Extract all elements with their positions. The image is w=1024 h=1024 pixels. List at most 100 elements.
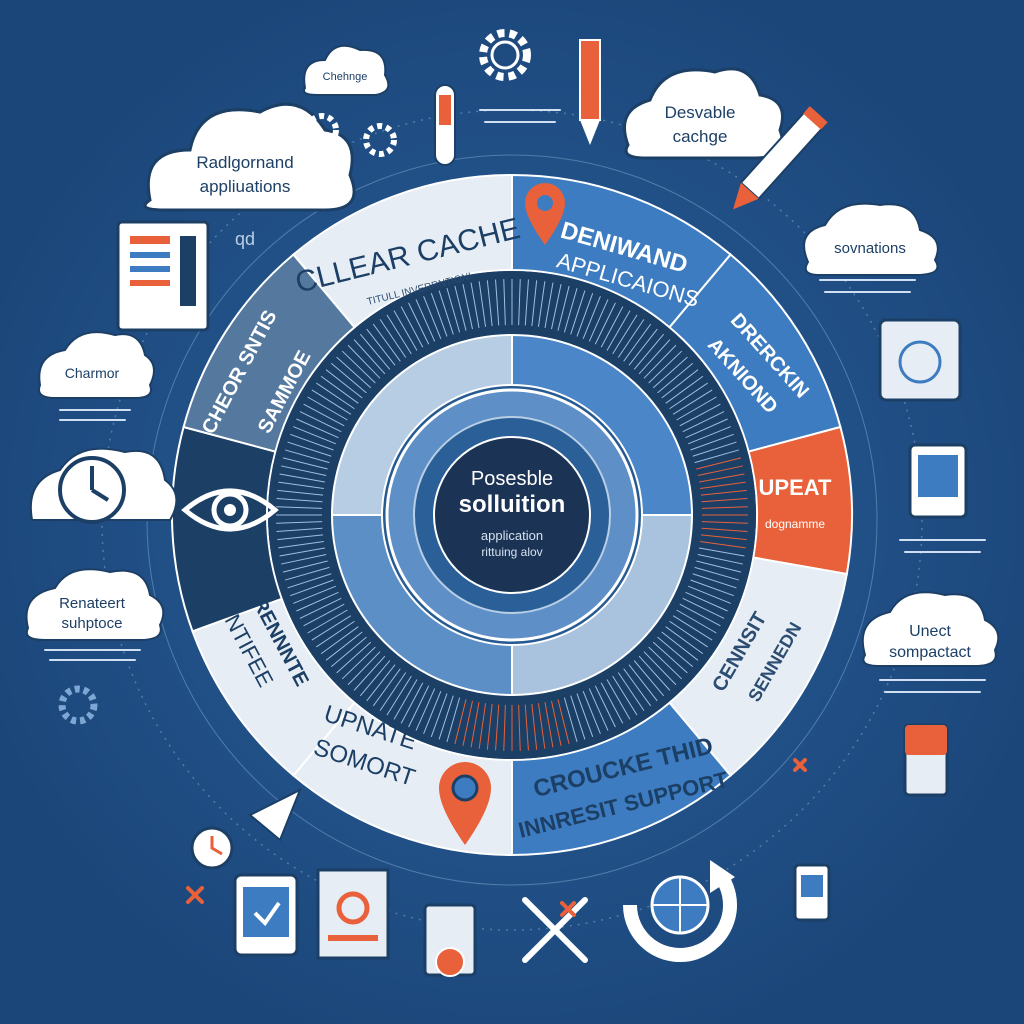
tick-mark [495, 279, 500, 326]
document-icon [316, 868, 390, 960]
tick-mark [341, 646, 376, 680]
tick-mark [299, 597, 342, 619]
tick-mark [679, 603, 721, 627]
tick-mark [282, 457, 328, 470]
tick-mark [582, 690, 601, 735]
center-hub: Posesble solluition application rittuing… [385, 388, 639, 642]
battery-icon [903, 723, 949, 797]
tick-mark [685, 591, 728, 612]
tick-mark [687, 585, 732, 604]
tick-mark [600, 682, 624, 724]
clock-icon [29, 447, 178, 524]
tick-mark [628, 328, 658, 366]
top-left-small-label: Chehnge [323, 71, 368, 83]
tick-mark [379, 672, 407, 711]
center-title-line1: Posesble [471, 468, 553, 490]
tick-mark [347, 651, 381, 686]
tick-mark [292, 585, 337, 604]
tick-mark [537, 703, 546, 749]
tick-mark [307, 609, 348, 634]
tick-mark [537, 281, 546, 327]
tick-mark [700, 489, 747, 496]
pencil-icon [579, 39, 601, 145]
tick-mark [570, 290, 586, 335]
tick-mark [372, 323, 401, 362]
tick-mark [690, 579, 734, 597]
tick-mark [281, 554, 327, 565]
tick-mark [600, 306, 624, 348]
tick-mark [576, 693, 594, 737]
map-pin-icon [525, 183, 565, 245]
globe-icon [623, 860, 737, 962]
tablet-icon [908, 443, 968, 519]
map-pin-icon [439, 762, 491, 845]
tick-mark [694, 566, 739, 581]
tick-mark [606, 310, 631, 351]
tick-mark [423, 295, 442, 340]
tick-mark [685, 418, 728, 439]
tick-mark [415, 688, 436, 731]
tick-mark [279, 473, 325, 483]
tick-mark [386, 314, 412, 355]
tick-mark [430, 293, 448, 337]
inner-segment-4 [330, 333, 513, 516]
tick-mark [697, 554, 743, 565]
tick-mark [657, 362, 694, 394]
tick-mark [623, 323, 652, 362]
inner-ring [330, 333, 694, 697]
cloud-left-bottom: Renateert suhptoce [25, 568, 165, 641]
tick-mark [612, 314, 638, 355]
top-left-cloud-line1: Radlgornand [196, 153, 293, 172]
tick-mark [276, 527, 323, 532]
cloud-top-left-small: Chehnge [302, 44, 390, 96]
fork-knife-icon [522, 897, 588, 963]
tick-mark [696, 457, 742, 470]
tick-mark [524, 704, 529, 751]
tick-mark [594, 685, 616, 728]
tick-mark [503, 279, 506, 326]
tick-mark [277, 489, 324, 496]
tick-mark [623, 668, 652, 707]
tick-mark [359, 333, 391, 370]
tick-mark [563, 288, 578, 333]
tick-mark [296, 591, 339, 612]
left-bottom-cloud-line1: Renateert [59, 595, 126, 612]
top-right-cloud-line2: cachge [673, 127, 728, 146]
tick-mark [563, 697, 578, 742]
tablet-icon [793, 863, 831, 922]
tick-mark [652, 641, 688, 674]
tick-mark [316, 382, 355, 410]
tick-mark [672, 389, 713, 415]
tick-mark [699, 473, 745, 483]
tick-mark [557, 699, 570, 745]
tick-mark [353, 339, 386, 375]
tick-mark [400, 306, 424, 348]
tick-mark [699, 547, 745, 557]
tick-mark [290, 433, 334, 451]
cloud-left: Charmor [38, 331, 155, 399]
tick-mark [336, 641, 372, 674]
tick-mark [679, 403, 721, 427]
tick-mark [336, 356, 372, 389]
right-bottom-cloud-line1: Unect [909, 623, 951, 640]
tick-mark [330, 362, 367, 394]
refresh-icon [190, 826, 234, 870]
tick-mark [470, 282, 480, 328]
tick-mark [657, 636, 694, 668]
tick-mark [576, 293, 594, 337]
pencil-icon [434, 84, 456, 166]
tick-mark [486, 703, 493, 750]
tick-mark [285, 449, 330, 464]
tick-mark [393, 310, 418, 351]
tick-mark [690, 433, 734, 451]
tick-mark [594, 302, 616, 345]
tick-mark [292, 426, 337, 445]
tick-mark [276, 521, 323, 524]
center-sub-line1: application [481, 528, 543, 543]
tick-mark [438, 695, 454, 740]
tick-mark [341, 350, 376, 384]
tick-mark [524, 279, 529, 326]
tick-mark [282, 560, 328, 573]
tick-mark [633, 333, 665, 370]
